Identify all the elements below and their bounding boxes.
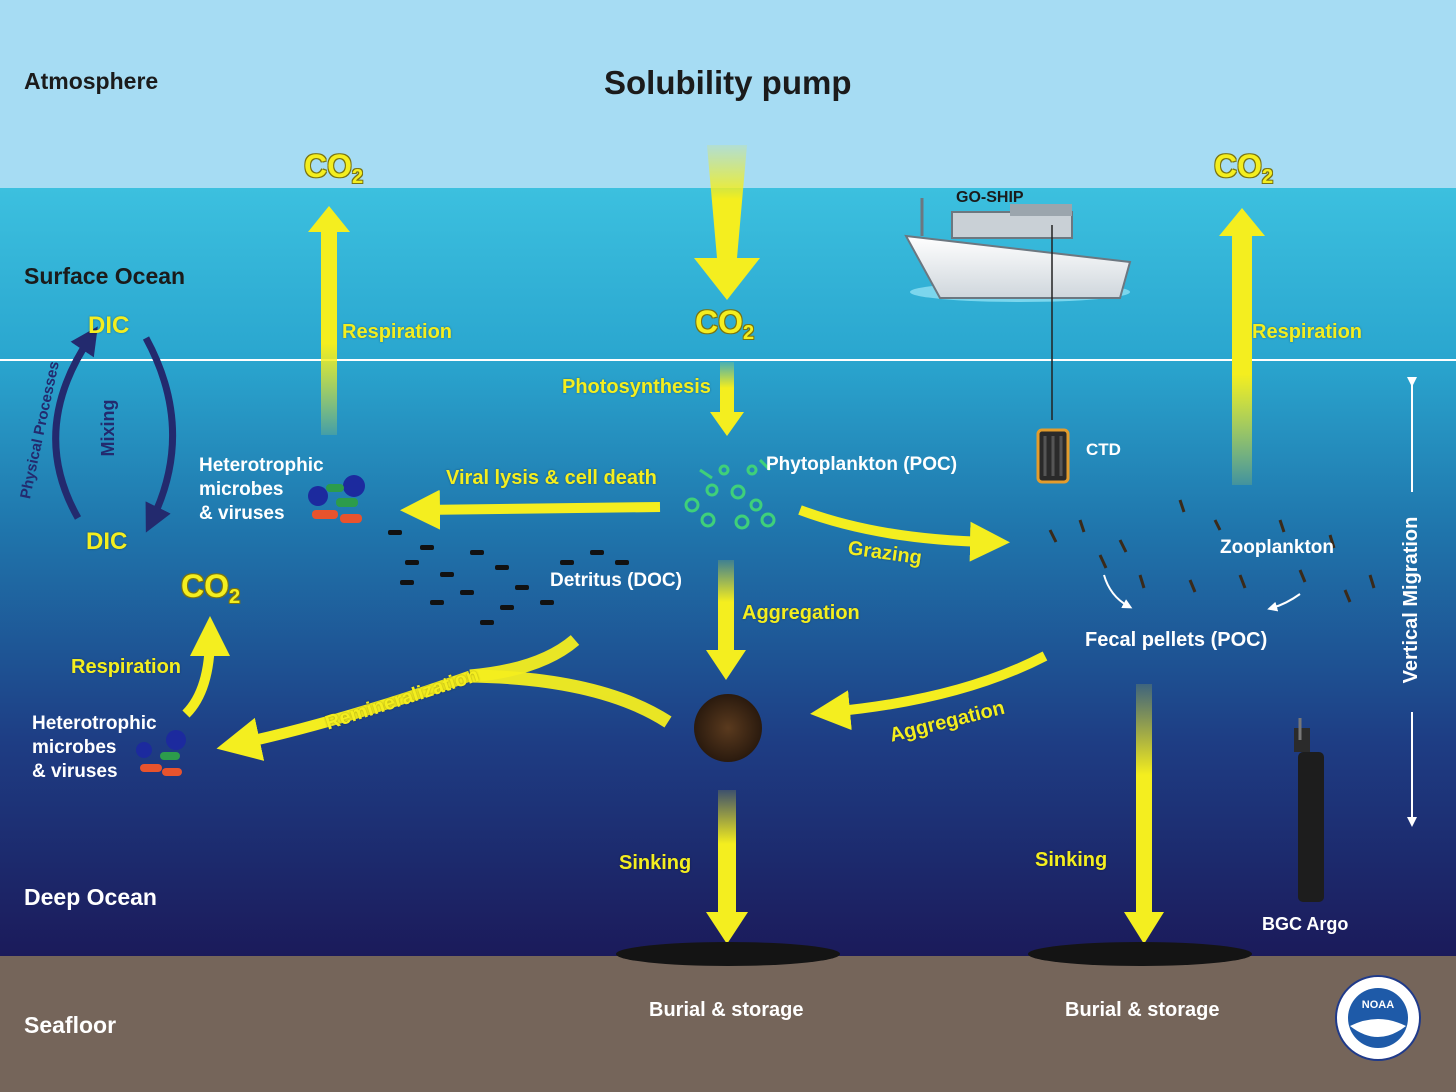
solubility-pump-arrow bbox=[694, 145, 760, 300]
dic-top-label: DIC bbox=[88, 312, 130, 339]
phytoplankton-label: Phytoplankton (POC) bbox=[766, 454, 958, 475]
aggregation-center-arrow bbox=[706, 560, 746, 680]
diagram-title: Solubility pump bbox=[604, 64, 852, 101]
noaa-logo-text: NOAA bbox=[1361, 999, 1395, 1011]
burial-pile-center bbox=[616, 942, 840, 966]
remineralization-branch-lower bbox=[469, 669, 672, 728]
research-ship bbox=[904, 198, 1132, 420]
heterotrophic-microbes-upper-label: Heterotrophic microbes & viruses bbox=[199, 455, 324, 524]
detritus-particles bbox=[388, 530, 629, 625]
bgc-argo-label: BGC Argo bbox=[1262, 914, 1349, 934]
respiration-beam-left bbox=[308, 206, 350, 435]
mixing-arrow bbox=[142, 336, 177, 533]
sinking-right-arrow bbox=[1124, 684, 1164, 944]
co2-label-left: CO2 bbox=[304, 148, 364, 188]
zooplankton-swarm bbox=[1048, 499, 1376, 603]
burial-pile-right bbox=[1028, 942, 1252, 966]
zooplankton-label: Zooplankton bbox=[1220, 537, 1334, 558]
mixing-label: Mixing bbox=[98, 399, 118, 457]
respiration-label-right: Respiration bbox=[1252, 321, 1363, 343]
aggregation-right-arrow bbox=[810, 651, 1048, 731]
fecal-pellets-label: Fecal pellets (POC) bbox=[1085, 629, 1268, 651]
vertical-migration-label: Vertical Migration bbox=[1400, 516, 1422, 684]
respiration-lower-arrow bbox=[182, 616, 230, 718]
respiration-label-upper-left: Respiration bbox=[342, 321, 453, 343]
ctd-rosette bbox=[1036, 428, 1070, 484]
pellet-arrow-left bbox=[1103, 574, 1133, 609]
respiration-beam-right bbox=[1219, 208, 1265, 485]
microbes-lower bbox=[136, 730, 186, 776]
respiration-label-lower-left: Respiration bbox=[71, 656, 182, 678]
ctd-label: CTD bbox=[1086, 440, 1121, 459]
zone-deep-ocean: Deep Ocean bbox=[24, 884, 157, 910]
aggregation-center-label: Aggregation bbox=[742, 602, 860, 624]
photosynthesis-arrow bbox=[710, 362, 744, 436]
microbes-upper bbox=[308, 475, 365, 523]
viral-lysis-label: Viral lysis & cell death bbox=[446, 467, 657, 489]
sinking-right-label: Sinking bbox=[1035, 849, 1108, 871]
grazing-arrow bbox=[798, 505, 1010, 562]
zone-surface-ocean: Surface Ocean bbox=[24, 263, 186, 289]
pellet-arrow-right bbox=[1267, 593, 1301, 612]
co2-label-lower-left: CO2 bbox=[181, 568, 241, 608]
viral-lysis-arrow bbox=[400, 489, 661, 530]
detritus-label: Detritus (DOC) bbox=[550, 570, 682, 591]
zone-seafloor: Seafloor bbox=[24, 1012, 117, 1038]
burial-storage-center-label: Burial & storage bbox=[649, 999, 804, 1021]
heterotrophic-microbes-lower-label: Heterotrophic microbes & viruses bbox=[32, 713, 157, 782]
aggregate-clump bbox=[694, 694, 762, 762]
bgc-argo-float bbox=[1294, 718, 1324, 902]
noaa-logo bbox=[1335, 975, 1421, 1061]
physical-processes-arrow bbox=[52, 326, 98, 520]
photosynthesis-label: Photosynthesis bbox=[562, 376, 711, 398]
sinking-center-label: Sinking bbox=[619, 852, 692, 874]
dic-bottom-label: DIC bbox=[86, 528, 128, 555]
co2-label-right: CO2 bbox=[1214, 148, 1274, 188]
sinking-center-arrow bbox=[706, 790, 748, 944]
phytoplankton-cluster bbox=[684, 458, 776, 530]
go-ship-label: GO-SHIP bbox=[956, 189, 1024, 206]
seafloor-band bbox=[0, 956, 1456, 1092]
co2-label-center: CO2 bbox=[695, 304, 755, 344]
burial-storage-right-label: Burial & storage bbox=[1065, 999, 1220, 1021]
zone-atmosphere: Atmosphere bbox=[24, 68, 159, 94]
remineralization-arrow bbox=[216, 670, 472, 761]
